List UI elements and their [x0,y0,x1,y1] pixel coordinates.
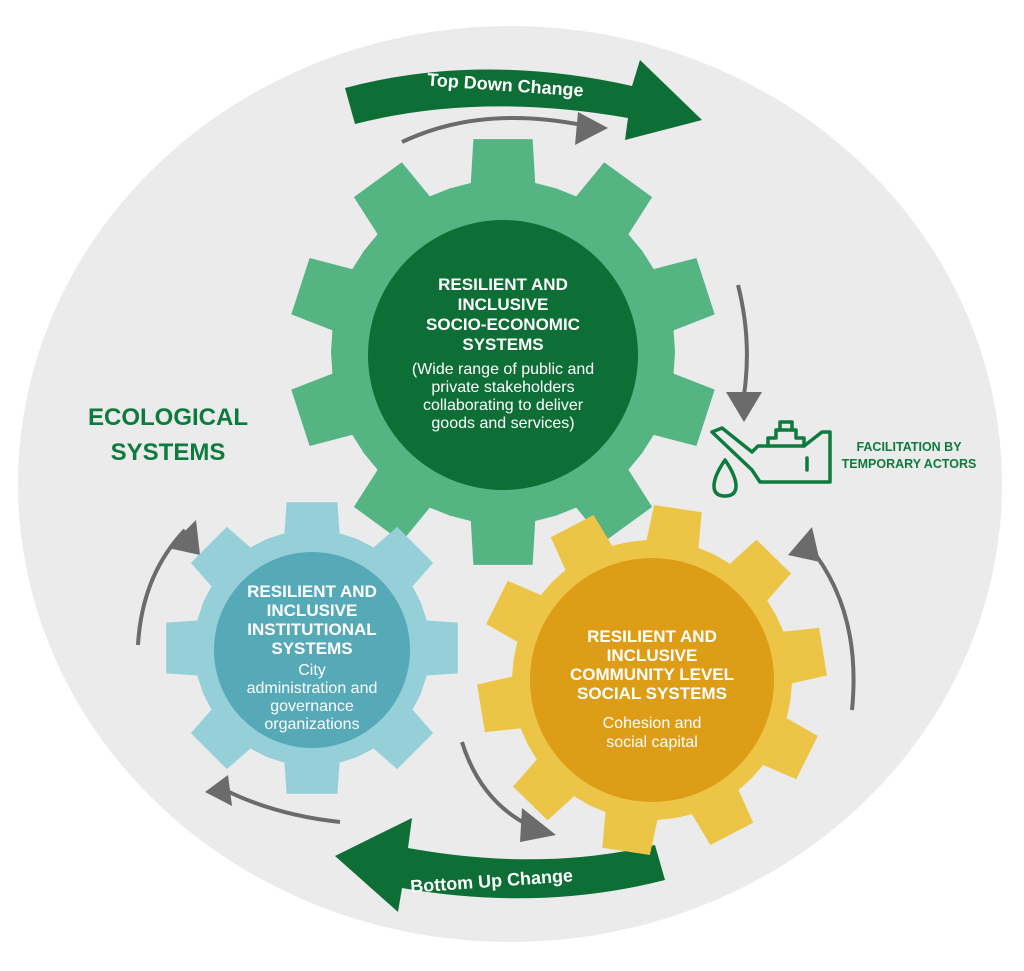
socio-body-3: collaborating to deliver [423,397,584,414]
facilitation-line1: FACILITATION BY [856,440,962,454]
bottom-banner-arrow-shape [335,818,665,912]
arrowhead-left-upper [168,520,200,555]
socio-body-4: goods and services) [431,415,574,432]
arrow-left-lower [224,788,341,824]
comm-title-4: SOCIAL SYSTEMS [577,684,727,703]
comm-body-1: Cohesion and [603,715,702,732]
socio-body-2: private stakeholders [431,379,574,396]
inst-title-3: INSTITUTIONAL [247,620,376,639]
inst-body-4: organizations [264,716,359,733]
arrowhead-top [575,112,608,145]
socio-title-2: INCLUSIVE [458,295,549,314]
arrow-right-lower [806,543,856,711]
institutional-gear-hub [214,552,410,748]
inst-body-2: administration and [247,680,378,697]
top-down-change-banner: Top Down Change [345,60,702,140]
institutional-gear: RESILIENT AND INCLUSIVE INSTITUTIONAL SY… [166,502,458,794]
comm-title-2: INCLUSIVE [607,646,698,665]
socio-body-1: (Wide range of public and [412,361,594,378]
ecological-label-line1: ECOLOGICAL [88,404,248,431]
comm-body-2: social capital [606,734,698,751]
community-gear-hub [530,558,774,802]
oil-can-icon [710,420,832,498]
arrow-right-upper [736,284,749,396]
arrow-top [401,115,583,144]
socio-title-3: SOCIO-ECONOMIC [426,315,580,334]
arrowhead-left-lower [205,775,232,806]
socio-title-4: SYSTEMS [462,335,543,354]
institutional-text: RESILIENT AND INCLUSIVE INSTITUTIONAL SY… [247,582,378,733]
top-banner-arrow-shape [345,60,702,140]
inst-body-3: governance [270,698,354,715]
ecological-label-line2: SYSTEMS [111,439,226,466]
facilitation-group: FACILITATION BY TEMPORARY ACTORS [710,420,977,498]
inst-title-4: SYSTEMS [271,639,352,658]
socio-economic-gear-hub [368,220,638,490]
socio-economic-gear: RESILIENT AND INCLUSIVE SOCIO-ECONOMIC S… [291,139,715,565]
arrowhead-right-upper [726,392,762,422]
socio-economic-text: RESILIENT AND INCLUSIVE SOCIO-ECONOMIC S… [412,275,594,432]
community-text: RESILIENT AND INCLUSIVE COMMUNITY LEVEL … [570,627,734,751]
arrowheads [168,112,820,842]
comm-title-3: COMMUNITY LEVEL [570,665,734,684]
ecological-systems-label: ECOLOGICAL SYSTEMS [88,404,248,466]
comm-title-1: RESILIENT AND [587,627,717,646]
community-gear: RESILIENT AND INCLUSIVE COMMUNITY LEVEL … [477,505,827,855]
inst-title-1: RESILIENT AND [247,582,377,601]
arrowhead-bottom-center [520,808,556,842]
facilitation-line2: TEMPORARY ACTORS [842,457,977,471]
socio-title-1: RESILIENT AND [438,275,568,294]
inst-title-2: INCLUSIVE [267,601,358,620]
bottom-up-change-banner: Bottom Up Change [335,818,665,912]
arrow-bottom-center [460,741,529,827]
flow-arrows [136,115,856,827]
arrowhead-right-lower [788,527,820,562]
inst-body-1: City [298,662,326,679]
